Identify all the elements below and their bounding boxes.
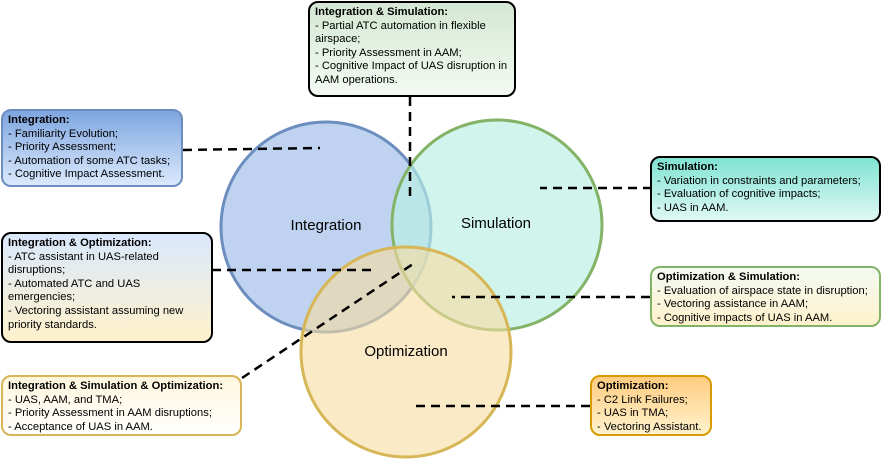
optimization-simulation-box-title: Optimization & Simulation:	[657, 271, 800, 283]
list-item: - C2 Link Failures;	[597, 393, 688, 406]
list-item: - Vectoring assistant assuming new prior…	[8, 304, 184, 331]
list-item: - Cognitive impacts of UAS in AAM.	[657, 311, 833, 324]
list-item: - Vectoring assistance in AAM;	[657, 298, 809, 311]
list-item: - Acceptance of UAS in AAM.	[8, 420, 153, 433]
integration-circle-label: Integration	[290, 217, 362, 234]
list-item: - UAS, AAM, and TMA;	[8, 393, 123, 406]
connector-integration	[182, 146, 321, 152]
integration-box-list: - Familiarity Evolution; - Priority Asse…	[8, 128, 176, 182]
simulation-box-list: - Variation in constraints and parameter…	[657, 175, 874, 216]
list-item: - Familiarity Evolution;	[8, 127, 119, 140]
list-item: - Automation of some ATC tasks;	[8, 154, 171, 167]
list-item: - Evaluation of cognitive impacts;	[657, 188, 821, 201]
all-three-box-list: - UAS, AAM, and TMA; - Priority Assessme…	[8, 393, 235, 434]
integration-box-title: Integration:	[8, 114, 70, 126]
list-item: - Cognitive Impact of UAS disruption in …	[315, 60, 508, 86]
integration-optimization-box-title: Integration & Optimization:	[8, 237, 152, 249]
list-item: - Priority Assessment in AAM;	[315, 46, 462, 59]
list-item: - Priority Assessment;	[8, 141, 117, 154]
all-three-box: Integration & Simulation & Optimization:…	[1, 375, 242, 436]
integration-optimization-box: Integration & Optimization: - ATC assist…	[1, 232, 213, 343]
optimization-box-list: - C2 Link Failures; - UAS in TMA; - Vect…	[597, 393, 705, 434]
integration-simulation-box-list: - Partial ATC automation in flexible air…	[315, 20, 509, 88]
list-item: - Evaluation of airspace state in disrup…	[657, 284, 868, 297]
integration-simulation-box-title: Integration & Simulation:	[315, 6, 449, 18]
optimization-circle	[299, 245, 513, 459]
simulation-box-title: Simulation:	[657, 161, 718, 173]
connector-all-three	[241, 260, 417, 380]
list-item: - Automated ATC and UAS emergencies;	[8, 277, 141, 304]
list-item: - UAS in TMA;	[597, 407, 669, 420]
list-item: - UAS in AAM.	[657, 201, 729, 214]
all-three-box-title: Integration & Simulation & Optimization:	[8, 380, 224, 392]
list-item: - Vectoring Assistant.	[597, 420, 702, 433]
list-item: - Partial ATC automation in flexible air…	[315, 19, 486, 46]
optimization-circle-label: Optimization	[364, 343, 448, 360]
integration-simulation-box: Integration & Simulation: - Partial ATC …	[308, 1, 516, 97]
integration-box: Integration: - Familiarity Evolution; - …	[1, 109, 183, 187]
list-item: - Variation in constraints and parameter…	[657, 174, 861, 187]
list-item: - ATC assistant in UAS-related disruptio…	[8, 250, 159, 277]
list-item: - Priority Assessment in AAM disruptions…	[8, 407, 212, 420]
optimization-box: Optimization: - C2 Link Failures; - UAS …	[590, 375, 712, 436]
optimization-box-title: Optimization:	[597, 380, 669, 392]
integration-optimization-box-list: - ATC assistant in UAS-related disruptio…	[8, 251, 206, 333]
simulation-circle-label: Simulation	[460, 215, 532, 232]
simulation-box: Simulation: - Variation in constraints a…	[650, 156, 881, 222]
list-item: - Cognitive Impact Assessment.	[8, 168, 165, 181]
optimization-simulation-box-list: - Evaluation of airspace state in disrup…	[657, 284, 874, 325]
optimization-simulation-box: Optimization & Simulation: - Evaluation …	[650, 266, 881, 327]
